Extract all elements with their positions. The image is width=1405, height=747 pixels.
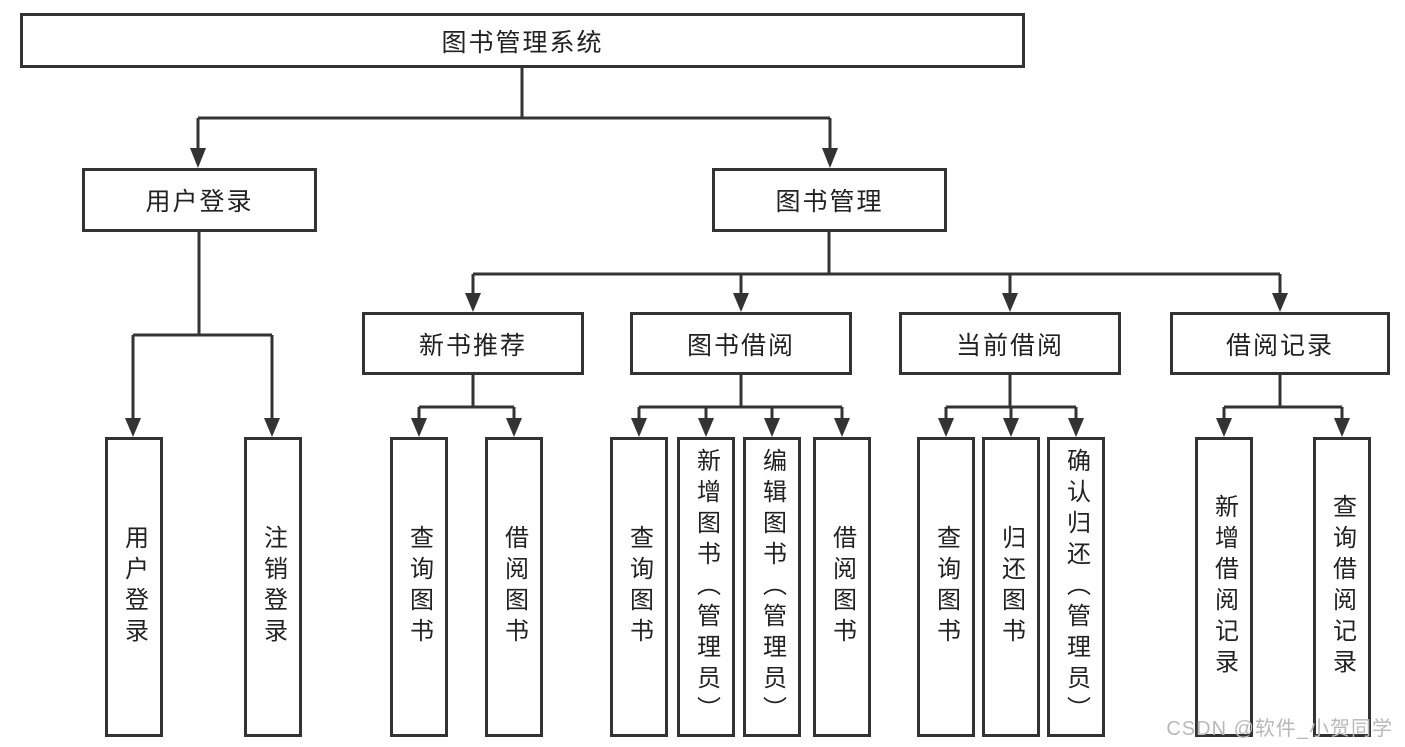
node-new-book-recommend: 新书推荐: [362, 312, 584, 375]
leaf-label: 查询借阅记录: [1328, 494, 1356, 680]
leaf-return-book: 归还图书: [982, 437, 1040, 737]
node-book-management: 图书管理: [712, 168, 947, 232]
leaf-label: 查询图书: [625, 525, 653, 649]
leaf-label: 用户登录: [120, 525, 148, 649]
leaf-label: 注销登录: [259, 525, 287, 649]
leaf-label: 确认归还（管理员）: [1062, 447, 1090, 727]
leaf-query-borrow-record: 查询借阅记录: [1313, 437, 1371, 737]
node-label: 图书管理: [775, 188, 884, 216]
node-user-login: 用户登录: [82, 168, 317, 232]
leaf-query-books-recommend: 查询图书: [390, 437, 448, 737]
node-label: 图书借阅: [686, 331, 795, 360]
node-current-borrow: 当前借阅: [899, 312, 1121, 375]
leaf-query-books-current: 查询图书: [917, 437, 975, 737]
leaf-edit-book-admin: 编辑图书（管理员）: [743, 437, 801, 737]
leaf-label: 归还图书: [997, 525, 1025, 649]
leaf-label: 编辑图书（管理员）: [758, 447, 786, 727]
node-library-management-system: 图书管理系统: [20, 13, 1025, 68]
leaf-label: 新增借阅记录: [1210, 494, 1238, 680]
leaf-logout: 注销登录: [244, 437, 302, 737]
node-label: 借阅记录: [1225, 331, 1334, 360]
csdn-watermark: CSDN @软件_小贺同学: [1166, 718, 1393, 740]
node-label: 当前借阅: [955, 331, 1064, 360]
node-label: 新书推荐: [418, 331, 527, 360]
leaf-label: 查询图书: [932, 525, 960, 649]
leaf-label: 查询图书: [405, 525, 433, 649]
leaf-label: 新增图书（管理员）: [692, 447, 720, 727]
leaf-user-login: 用户登录: [105, 437, 163, 737]
leaf-add-borrow-record: 新增借阅记录: [1195, 437, 1253, 737]
node-label: 用户登录: [145, 188, 254, 216]
leaf-add-book-admin: 新增图书（管理员）: [677, 437, 735, 737]
leaf-label: 借阅图书: [828, 525, 856, 649]
leaf-query-books-borrow: 查询图书: [610, 437, 668, 737]
node-label: 图书管理系统: [441, 28, 604, 57]
leaf-borrow-books-recommend: 借阅图书: [485, 437, 543, 737]
leaf-confirm-return-admin: 确认归还（管理员）: [1047, 437, 1105, 737]
node-borrow-records: 借阅记录: [1170, 312, 1390, 375]
node-book-borrow: 图书借阅: [630, 312, 852, 375]
leaf-borrow-books: 借阅图书: [813, 437, 871, 737]
leaf-label: 借阅图书: [500, 525, 528, 649]
